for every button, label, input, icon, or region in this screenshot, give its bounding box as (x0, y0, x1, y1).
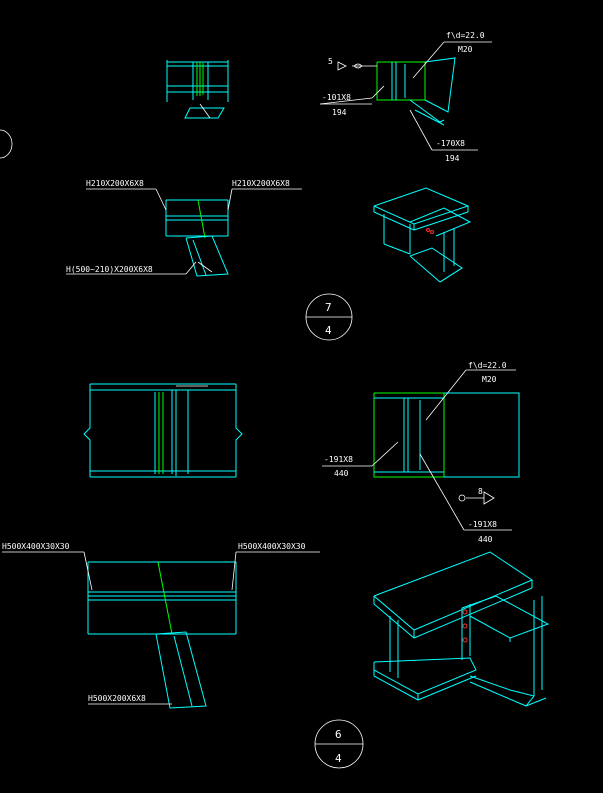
d6-section-brace: H500X200X6X8 (88, 694, 146, 703)
d7-section-upper-left: H210X200X6X8 (86, 179, 144, 188)
detail-7-brace-elevation (66, 188, 302, 277)
d7-section-upper-right: H210X200X6X8 (232, 179, 290, 188)
detail-7-connection-view (319, 41, 492, 151)
d7-plate-1: -101X8 (322, 93, 351, 102)
d7-plate-2-length: 194 (445, 154, 460, 163)
d7-bolt-size: M20 (458, 45, 473, 54)
d6-bolt-size: M20 (482, 375, 497, 384)
edge-callout-arc (0, 129, 13, 159)
d6-plate-1: -191X8 (324, 455, 353, 464)
d7-section-brace: H(500~210)X200X6X8 (66, 265, 153, 274)
d6-bolt-spec: f\d=22.0 (468, 361, 507, 370)
d6-weld-size: 8 (478, 487, 483, 496)
detail-7-isometric (373, 187, 472, 283)
d6-callout-sheet: 4 (335, 752, 342, 765)
detail-6-callout (314, 719, 364, 769)
d6-callout-number: 6 (335, 728, 342, 741)
d7-callout-number: 7 (325, 301, 332, 314)
d6-plate-2-length: 440 (478, 535, 493, 544)
detail-6-connection-view (322, 369, 520, 531)
detail-7-callout (305, 293, 353, 341)
d7-plate-1-length: 194 (332, 108, 347, 117)
d6-plate-1-length: 440 (334, 469, 349, 478)
detail-6-brace-elevation (2, 551, 320, 709)
d7-weld-size: 5 (328, 57, 333, 66)
d7-plate-2: -170X8 (436, 139, 465, 148)
d6-section-right: H500X400X30X30 (238, 542, 306, 551)
detail-6-isometric (373, 551, 550, 707)
d7-bolt-spec: f\d=22.0 (446, 31, 485, 40)
d7-callout-sheet: 4 (325, 324, 332, 337)
d6-plate-2: -191X8 (468, 520, 497, 529)
detail-6-elevation (83, 383, 243, 478)
detail-7-elevation-small (166, 60, 229, 119)
d6-section-left: H500X400X30X30 (2, 542, 70, 551)
